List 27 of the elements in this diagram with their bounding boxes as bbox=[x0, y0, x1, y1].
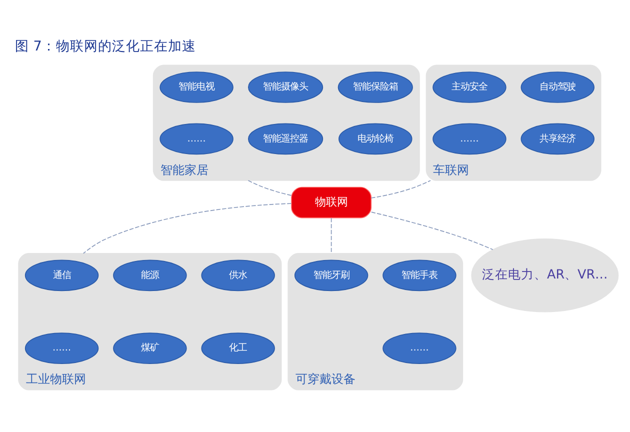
connector bbox=[330, 217, 332, 254]
node-ellipse: 智能牙刷 bbox=[294, 259, 368, 291]
node-ellipse: 智能遥控器 bbox=[248, 122, 324, 154]
node-ellipse: 主动安全 bbox=[432, 71, 506, 102]
node-ellipse: …… bbox=[24, 332, 99, 364]
node-box: 物联网 bbox=[291, 186, 372, 218]
diagram-title: 图 7：物联网的泛化正在加速 bbox=[14, 38, 196, 54]
node-ellipse: 共享经济 bbox=[520, 122, 594, 154]
node-ellipse: 智能手表 bbox=[382, 259, 456, 291]
node-ellipse: 智能保险箱 bbox=[338, 71, 413, 102]
node-ellipse: …… bbox=[382, 332, 456, 364]
node-ellipse: …… bbox=[160, 122, 234, 154]
node-ellipse: …… bbox=[432, 122, 506, 154]
node-ellipse: 供水 bbox=[201, 259, 275, 291]
node-ellipse: 通信 bbox=[24, 259, 99, 291]
connector bbox=[370, 211, 494, 250]
connector bbox=[83, 202, 292, 254]
node-ellipse: 化工 bbox=[201, 332, 275, 364]
node-ellipse: 智能摄像头 bbox=[248, 71, 324, 102]
node-ellipse: 自动驾驶 bbox=[520, 71, 594, 102]
node-ellipse: 泛在电力、AR、VR… bbox=[471, 238, 619, 312]
connector bbox=[248, 180, 292, 196]
node-ellipse: 电动轮椅 bbox=[338, 122, 412, 154]
node-ellipse: 煤矿 bbox=[113, 332, 187, 364]
node-ellipse: 智能电视 bbox=[160, 71, 234, 102]
connector bbox=[370, 180, 431, 198]
node-ellipse: 能源 bbox=[113, 259, 187, 291]
